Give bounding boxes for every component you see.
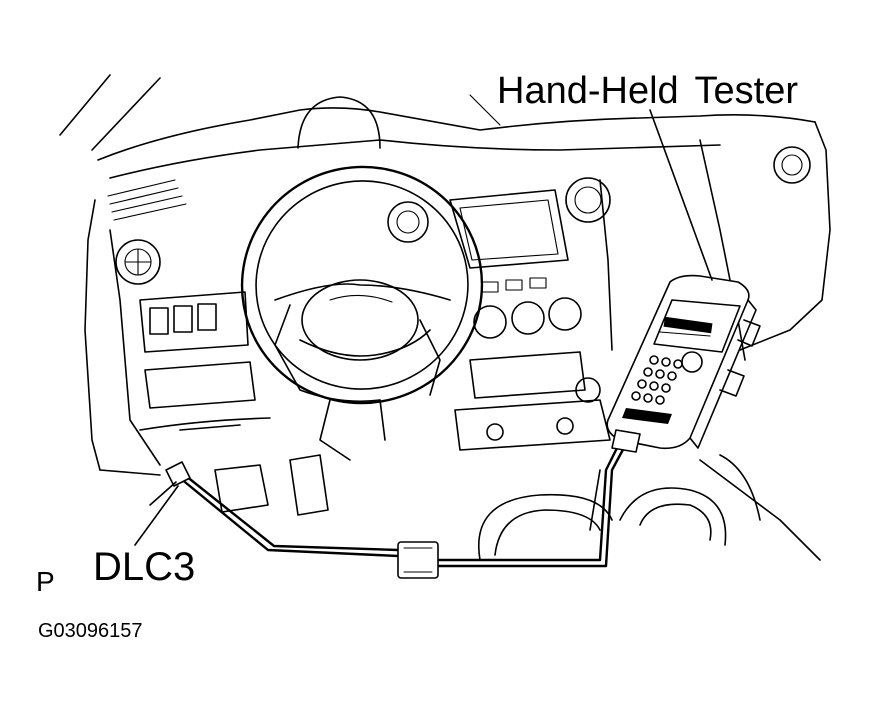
pedals [99, 424, 329, 516]
left-switch-panel [139, 291, 271, 431]
cable-adapter [397, 541, 439, 579]
tester-keypad [622, 351, 703, 424]
dlc3-label: DLC3 [93, 545, 196, 589]
windshield-pillar [59, 74, 501, 151]
dashboard-top [84, 96, 831, 471]
console [478, 454, 821, 561]
steering-wheel [240, 165, 484, 461]
leader-lines [134, 109, 713, 546]
center-stack [387, 139, 811, 451]
figure-code-label: G03096157 [38, 620, 143, 642]
hand-held-tester-label: Hand-Held Tester [497, 70, 799, 112]
p-marker-label: P [36, 566, 55, 597]
tester-cable [178, 440, 628, 568]
dlc3-connector [149, 461, 191, 506]
hand-held-tester-device [606, 274, 761, 453]
